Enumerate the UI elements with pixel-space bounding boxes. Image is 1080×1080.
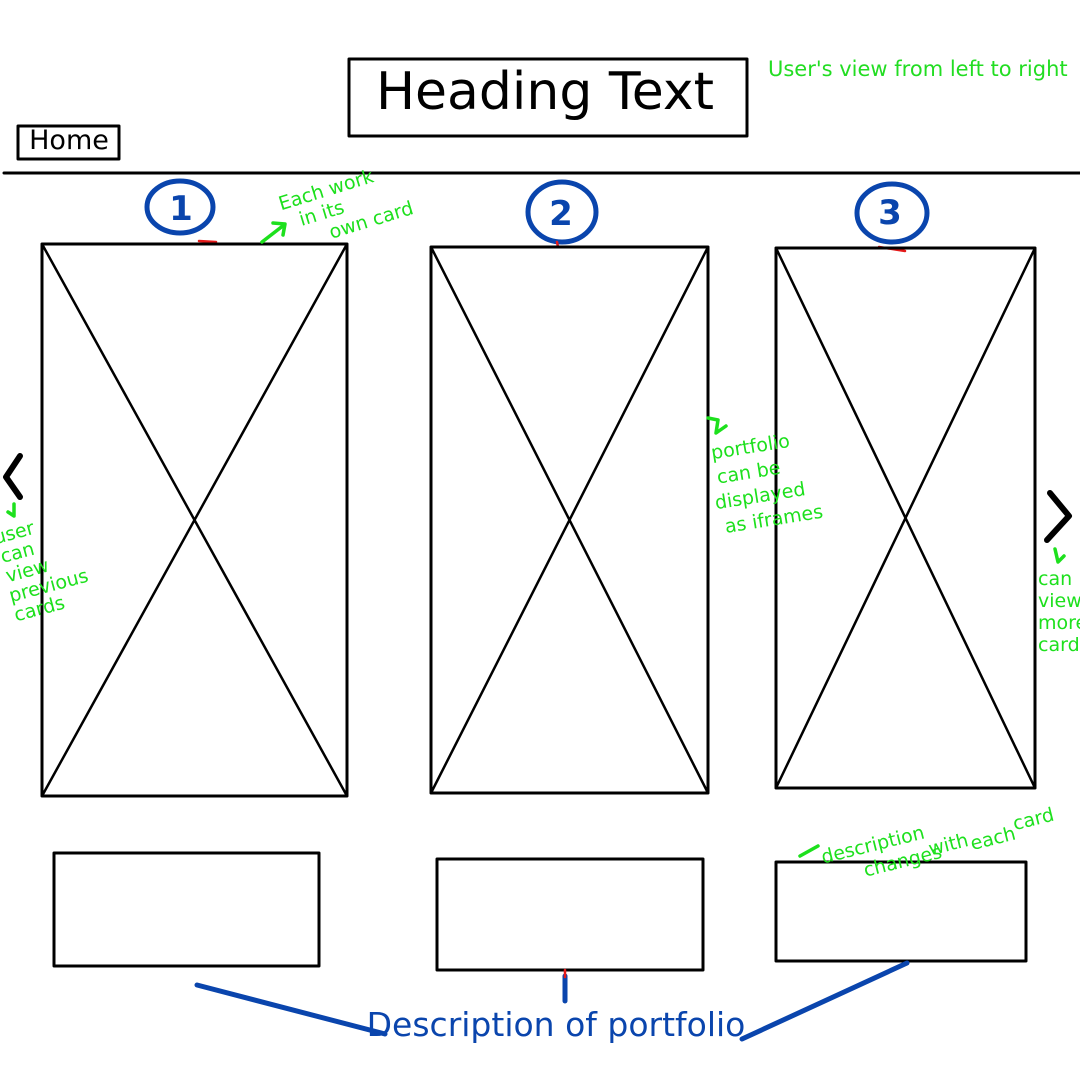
description-pointers: [194, 960, 910, 1042]
description-box-2: [435, 857, 705, 972]
iframes-note: portfolio can be displayed as iframes: [706, 416, 825, 538]
portfolio-card-3[interactable]: [774, 246, 1037, 790]
view-direction-note: User's view from left to right: [768, 57, 1068, 81]
heading-box: [347, 57, 749, 138]
description-changes-note: description changes with each card: [798, 804, 1057, 882]
svg-text:more: more: [1038, 612, 1080, 634]
home-button[interactable]: Home: [16, 124, 121, 161]
card-frame: [429, 245, 710, 795]
svg-text:card: card: [1011, 804, 1057, 835]
svg-text:1: 1: [169, 189, 193, 229]
svg-text:each: each: [968, 823, 1018, 855]
card-number-2: 2: [525, 179, 599, 249]
portfolio-card-1[interactable]: [40, 242, 349, 798]
svg-text:card: card: [1038, 634, 1080, 656]
description-box-3: [774, 860, 1028, 963]
chevron-left-icon[interactable]: [3, 453, 23, 500]
svg-text:view: view: [1038, 590, 1080, 612]
description-label: Description of portfolio: [367, 1005, 746, 1044]
description-box-1: [52, 851, 321, 968]
page-header: Heading Text Home User's view from left …: [2, 57, 1080, 175]
previous-cards-note: user can view previous cards: [0, 502, 91, 626]
chevron-right-icon[interactable]: [1044, 490, 1072, 543]
svg-text:2: 2: [549, 194, 573, 234]
placeholder-cross: [429, 245, 710, 795]
svg-text:portfolio: portfolio: [710, 430, 792, 464]
more-cards-note: can view more card: [1038, 547, 1080, 656]
card-number-1: 1: [144, 178, 218, 244]
home-label: Home: [29, 125, 109, 156]
svg-text:3: 3: [878, 193, 902, 233]
placeholder-cross: [774, 246, 1037, 790]
portfolio-card-2[interactable]: [429, 245, 710, 795]
card-frame: [40, 242, 349, 798]
page-title: Heading Text: [376, 62, 714, 122]
placeholder-cross: [40, 242, 349, 798]
card-frame: [774, 246, 1037, 790]
svg-text:can: can: [1038, 568, 1072, 590]
card-number-3: 3: [854, 181, 930, 253]
svg-text:with: with: [926, 829, 970, 860]
